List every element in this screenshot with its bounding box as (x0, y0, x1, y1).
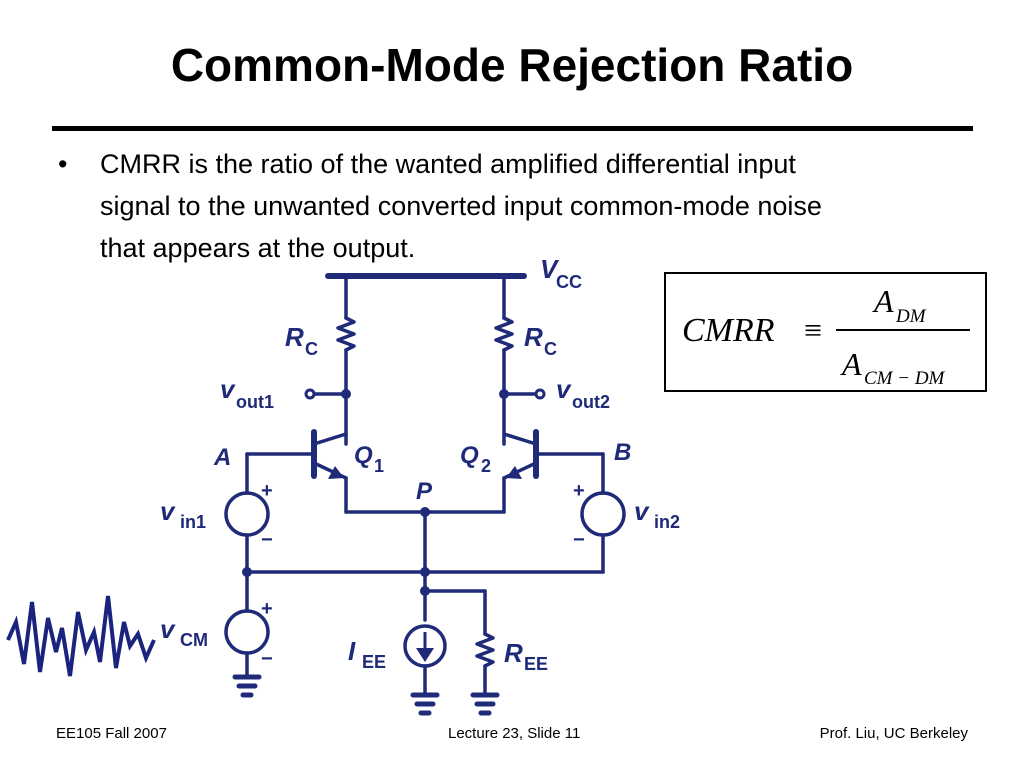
node-b-label: B (614, 439, 631, 466)
ree-resistor (475, 632, 495, 668)
rc-right-resistor (494, 316, 514, 352)
q1-label-sub: 1 (374, 456, 384, 476)
formula-numerator-sub: DM (895, 306, 927, 327)
iee-label-sub: EE (362, 652, 386, 672)
vin2-plus: + (573, 480, 585, 502)
vin1-plus: + (261, 480, 273, 502)
junction-dot (242, 567, 252, 577)
bullet-point: • CMRR is the ratio of the wanted amplif… (58, 143, 968, 269)
q2-emitter-arrow (506, 466, 522, 479)
bullet-line-3: that appears at the output. (100, 233, 416, 263)
ground-iee (410, 692, 440, 716)
rc-right-label-sub: C (544, 339, 557, 359)
junction-dot (499, 389, 509, 399)
q1-collector-lead (312, 432, 348, 446)
vcm-plus: + (261, 598, 273, 620)
vcc-label: V (540, 254, 560, 284)
formula-lhs: CMRR (682, 312, 775, 349)
footer-course: EE105 Fall 2007 (56, 725, 167, 742)
cmrr-formula-box: CMRR ≡ A DM A CM − DM (664, 272, 987, 392)
formula-numerator-main: A (872, 283, 894, 319)
iee-label: I (348, 636, 356, 666)
q2-label: Q (460, 442, 479, 469)
node-p-label: P (416, 478, 433, 505)
ree-label-sub: EE (524, 654, 548, 674)
vout2-label-sub: out2 (572, 392, 610, 412)
bullet-text: CMRR is the ratio of the wanted amplifie… (100, 143, 968, 269)
vout1-terminal (304, 388, 316, 400)
rc-left-label: R (285, 322, 304, 352)
rc-left-resistor (336, 316, 356, 352)
rc-right-label: R (524, 322, 543, 352)
vcm-minus: − (261, 648, 273, 670)
vin1-label: v (160, 496, 176, 526)
formula-operator: ≡ (804, 312, 822, 348)
vcc-label-sub: CC (556, 272, 582, 292)
formula-denominator-sub: CM − DM (864, 368, 946, 389)
noise-waveform (6, 595, 156, 677)
vcm-label-sub: CM (180, 630, 208, 650)
cmrr-formula: CMRR ≡ A DM A CM − DM (682, 283, 970, 389)
footer-slide-number: Lecture 23, Slide 11 (448, 725, 581, 742)
junction-dot (420, 507, 430, 517)
vout1-label: v (220, 374, 236, 404)
junction-dot (420, 586, 430, 596)
vout1-label-sub: out1 (236, 392, 274, 412)
vin1-label-sub: in1 (180, 512, 206, 532)
q2-collector-lead (502, 432, 538, 446)
vin1-minus: − (261, 529, 273, 551)
vin2-source (580, 491, 626, 537)
q1-label: Q (354, 442, 373, 469)
vin2-label-sub: in2 (654, 512, 680, 532)
q2-label-sub: 2 (481, 456, 491, 476)
title-divider (52, 126, 973, 131)
node-a-label: A (213, 444, 231, 471)
ree-label: R (504, 638, 523, 668)
formula-denominator-main: A (840, 346, 862, 382)
junction-dot (341, 389, 351, 399)
rc-left-label-sub: C (305, 339, 318, 359)
bullet-dot: • (58, 149, 68, 179)
vcm-label: v (160, 614, 176, 644)
bullet-line-2: signal to the unwanted converted input c… (100, 191, 822, 221)
vout2-label: v (556, 374, 572, 404)
slide-title: Common-Mode Rejection Ratio (170, 39, 854, 91)
q1-emitter-arrow (328, 466, 344, 479)
iee-arrow-head (416, 648, 434, 662)
footer-author: Prof. Liu, UC Berkeley (819, 725, 968, 742)
ground-ree (470, 692, 500, 716)
vin2-minus: − (573, 529, 585, 551)
bullet-line-1: CMRR is the ratio of the wanted amplifie… (100, 149, 796, 179)
junction-dot (420, 567, 430, 577)
vout2-terminal (534, 388, 546, 400)
vin2-label: v (634, 496, 650, 526)
ground-vcm (232, 674, 262, 698)
